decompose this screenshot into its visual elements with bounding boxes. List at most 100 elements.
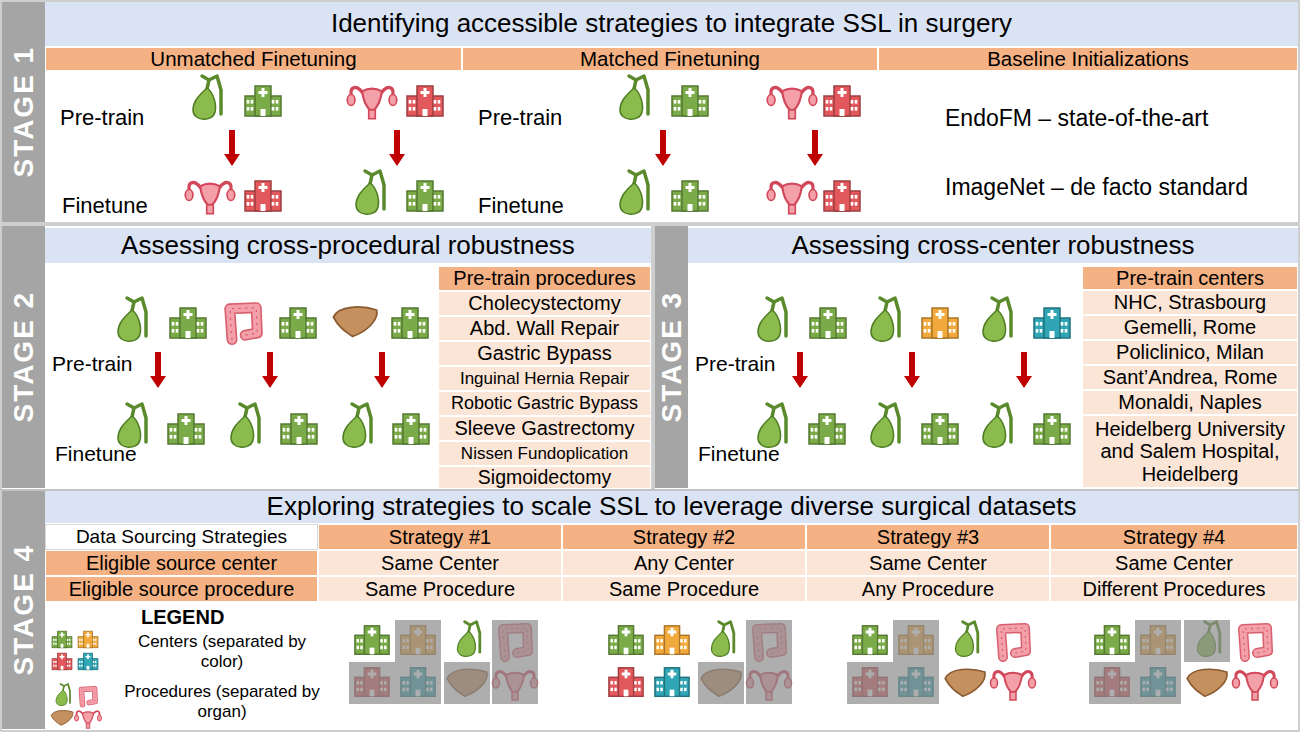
gallbladder-icon: [871, 298, 899, 341]
gallbladder-icon: [356, 171, 384, 214]
hospital-window: [251, 195, 254, 199]
hospital-window: [816, 329, 819, 333]
hospital-window: [93, 639, 94, 641]
header-cell: Strategy #4: [1050, 524, 1298, 550]
annotation-label: Finetune: [55, 442, 137, 466]
greyed-out-overlay: [1135, 620, 1181, 662]
hospital-tower: [932, 414, 948, 444]
table-cell: Heidelberg University and Salem Hospital…: [1082, 415, 1298, 488]
hospital-door: [670, 648, 675, 655]
red-arrow: [374, 352, 390, 388]
hospital-door: [840, 109, 845, 116]
hospital-window: [1120, 639, 1122, 642]
table-cell: Same Center: [806, 550, 1050, 576]
hospital-window: [69, 639, 70, 641]
node-text: Pre-train procedures: [453, 267, 635, 289]
hospital-window: [1120, 646, 1122, 649]
hospital-window: [282, 322, 285, 326]
hospital-window: [79, 643, 80, 645]
node-text: Same Center: [381, 552, 499, 574]
stage-label: STAGE 1: [8, 46, 39, 178]
hospital-window: [837, 322, 840, 326]
hospital-window: [836, 428, 839, 432]
hospital-door: [1050, 331, 1055, 338]
hospital-window: [674, 195, 677, 199]
hospital-door: [938, 331, 943, 338]
colon-tube: [1001, 628, 1026, 657]
hospital-tower: [664, 668, 679, 697]
node-text: Any Center: [634, 552, 734, 574]
annotation-label: Finetune: [62, 193, 148, 218]
hospital-window: [614, 639, 616, 642]
hospital-window: [826, 202, 829, 206]
hospital-icon: [170, 308, 206, 338]
hospital-cross: [406, 310, 415, 319]
hospital-window: [384, 646, 386, 649]
hospital-icon: [609, 626, 643, 655]
hospital-cross: [294, 310, 303, 319]
hospital-window: [55, 665, 56, 667]
hospital-door: [624, 690, 629, 697]
hospital-window: [395, 428, 398, 432]
hospital-window: [953, 428, 956, 432]
hospital-window: [438, 202, 441, 206]
hospital-window: [53, 661, 54, 663]
table-cell: Cholecystectomy: [438, 291, 651, 316]
node-text: Sleeve Gastrectomy: [454, 417, 634, 439]
red-arrow: [655, 130, 671, 166]
hospital-window: [247, 202, 250, 206]
hospital-icon: [245, 86, 281, 116]
hospital-window: [836, 435, 839, 439]
hospital-window: [247, 107, 250, 111]
hospital-window: [81, 661, 82, 663]
annotation-label: Finetune: [698, 442, 780, 466]
hospital-window: [409, 195, 412, 199]
hospital-window: [1100, 646, 1102, 649]
colon-tube-inner: [230, 308, 257, 340]
header-cell: Pre-train centers: [1082, 266, 1298, 290]
hospital-tower: [932, 308, 948, 338]
red-arrow: [807, 130, 823, 166]
hospital-window: [611, 681, 613, 684]
hospital-cross: [421, 88, 430, 97]
hospital-door: [61, 666, 64, 670]
hospital-window: [282, 329, 285, 333]
hospital-window: [1036, 435, 1039, 439]
hospital-window: [611, 646, 613, 649]
hospital-window: [79, 665, 80, 667]
liver-icon: [945, 669, 985, 696]
hospital-window: [413, 202, 416, 206]
gallbladder-body: [871, 310, 894, 341]
annotation-label: Pre-train: [60, 105, 144, 130]
hospital-window: [928, 428, 931, 432]
ovary: [347, 95, 355, 106]
node-text: Assessing cross-procedural robustness: [121, 231, 575, 260]
node-text: Baseline Initializations: [987, 48, 1189, 71]
hospital-window: [399, 435, 402, 439]
hospital-window: [1036, 322, 1039, 326]
hospital-window: [413, 195, 416, 199]
hospital-door: [1050, 437, 1055, 444]
uterus-body: [83, 712, 94, 724]
red-arrow: [389, 130, 405, 166]
red-arrow: [262, 352, 278, 388]
gallbladder-body: [193, 88, 216, 119]
hospital-window: [172, 322, 175, 326]
gallbladder-body: [983, 416, 1006, 447]
hospital-window: [703, 195, 706, 199]
hospital-tower: [862, 626, 877, 655]
ovary: [75, 715, 79, 721]
hospital-window: [95, 643, 96, 645]
colon-haustra: [1243, 628, 1268, 657]
hospital-tower: [819, 414, 835, 444]
hospital-window: [67, 643, 68, 645]
hospital-window: [812, 329, 815, 333]
node-text: Sigmoidectomy: [478, 467, 611, 489]
hospital-window: [413, 107, 416, 111]
hospital-window: [826, 195, 829, 199]
hospital-door: [868, 648, 873, 655]
stage-band: STAGE 3: [655, 226, 688, 488]
hospital-tower: [664, 626, 679, 655]
hospital-window: [419, 322, 422, 326]
node-text: Same Procedure: [609, 578, 759, 600]
